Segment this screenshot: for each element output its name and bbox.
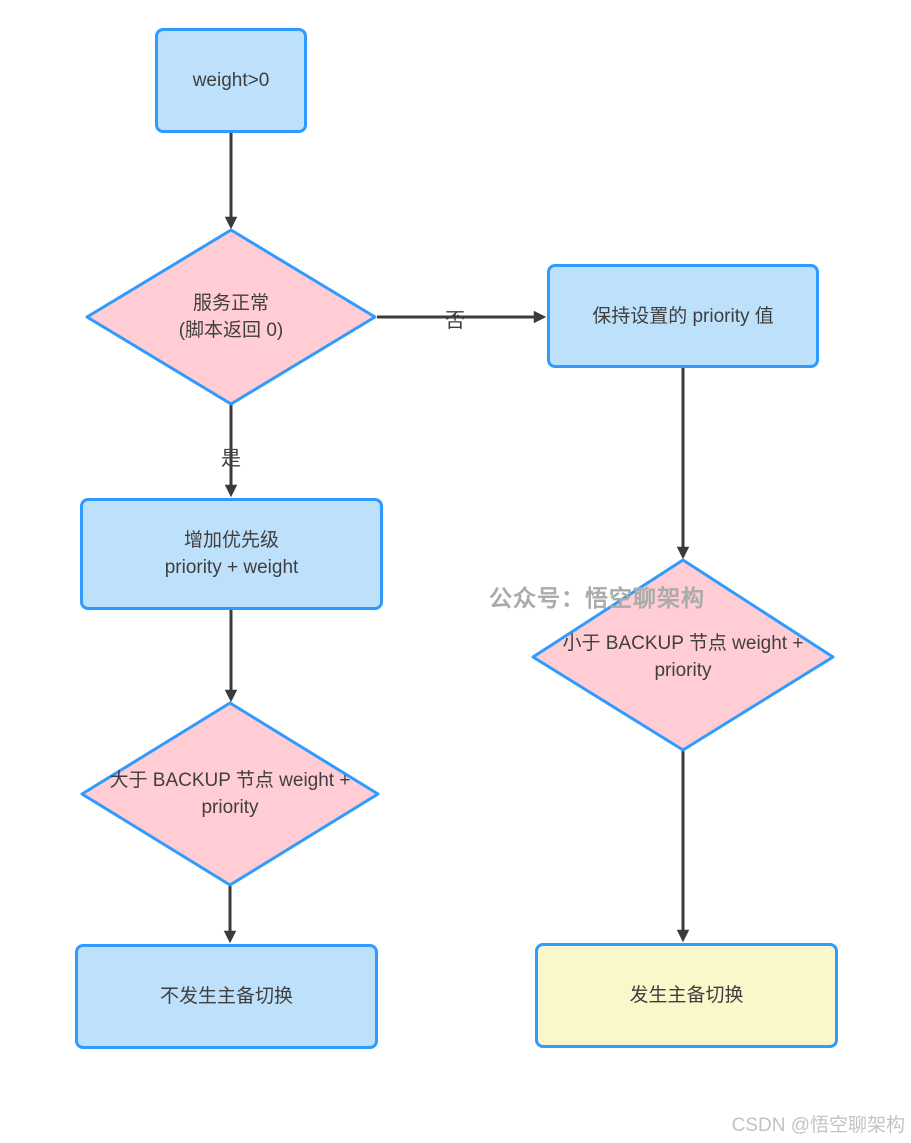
decision-diamond-greater-than-backup xyxy=(80,701,380,887)
watermark-text: 公众号：悟空聊架构 xyxy=(489,585,705,611)
node-keep-priority: 保持设置的 priority 值 xyxy=(547,264,819,368)
node-increase-priority-label: 增加优先级 priority + weight xyxy=(164,530,299,578)
node-no-failover: 不发生主备切换 xyxy=(75,944,378,1049)
node-keep-priority-label: 保持设置的 priority 值 xyxy=(592,305,774,327)
node-increase-priority: 增加优先级 priority + weight xyxy=(80,498,383,610)
node-weight-check-label: weight>0 xyxy=(192,70,270,91)
edge-label-no: 否 xyxy=(445,310,465,332)
decision-diamond-service-normal xyxy=(85,228,377,406)
edge-label-yes: 是 xyxy=(221,448,241,470)
node-weight-check: weight>0 xyxy=(155,28,307,133)
credit-text: CSDN @悟空聊架构 xyxy=(731,1115,905,1136)
node-failover: 发生主备切换 xyxy=(535,943,838,1048)
node-failover-label: 发生主备切换 xyxy=(629,985,744,1006)
node-no-failover-label: 不发生主备切换 xyxy=(159,986,293,1007)
decision-diamond-less-than-backup xyxy=(531,558,835,752)
